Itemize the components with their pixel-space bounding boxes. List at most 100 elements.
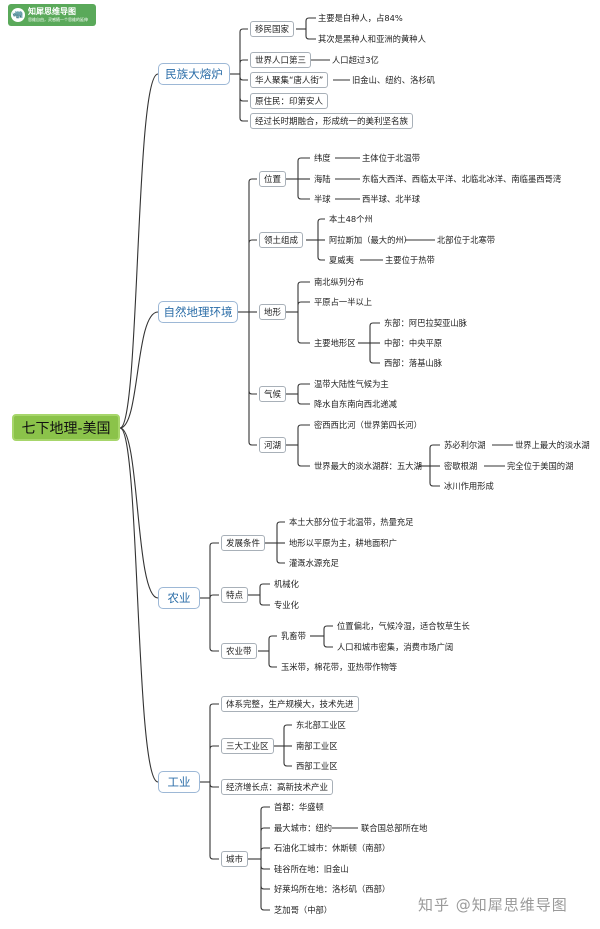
node-fusion[interactable]: 经过长时期融合，形成统一的美利坚名族 [250, 113, 414, 129]
leaf-climate-2: 降水自东南向西北递减 [314, 399, 397, 409]
node-features[interactable]: 特点 [221, 587, 249, 603]
connector-line [239, 97, 248, 102]
leaf-climate-1: 温带大陆性气候为主 [314, 379, 389, 389]
node-cities[interactable]: 城市 [221, 851, 249, 867]
leaf-lake-michigan-1: 完全位于美国的湖 [507, 461, 574, 471]
connector-line [239, 28, 248, 33]
connector-line [369, 359, 380, 364]
leaf-belt-2: 玉米带，棉花带，亚热带作物等 [281, 662, 398, 672]
leaf-zone-2: 南部工业区 [296, 741, 338, 751]
connector-line [297, 424, 310, 429]
node-belts[interactable]: 农业带 [221, 643, 257, 659]
connector-line [259, 601, 270, 606]
connector-line [260, 847, 270, 852]
leaf-rivers-1: 密西西比河（世界第四长河） [314, 420, 422, 430]
leaf-city-5: 好莱坞所在地：洛杉矶（西部） [274, 884, 391, 894]
connector-line [248, 178, 257, 183]
leaf-hawaii-1: 主要位于热带 [385, 255, 435, 265]
leaf-lake-michigan: 密歇根湖 [444, 461, 478, 471]
leaf-terrain-2: 平原占一半以上 [314, 297, 373, 307]
branch-industry[interactable]: 工业 [158, 771, 200, 793]
connector-line [283, 724, 292, 729]
leaf-imm-1: 主要是白种人，占84% [318, 13, 403, 23]
connector-line [297, 157, 310, 162]
node-location[interactable]: 位置 [259, 171, 287, 187]
leaf-sea: 海陆 [314, 174, 331, 184]
connector-line [209, 542, 219, 547]
leaf-hemisphere: 半球 [314, 194, 331, 204]
leaf-cond-3: 灌溉水源充足 [289, 558, 339, 568]
leaf-city-6: 芝加哥（中部） [274, 905, 333, 915]
connector-line [119, 73, 159, 429]
connector-line [317, 256, 325, 261]
leaf-hawaii: 夏威夷 [329, 255, 354, 265]
connector-line [119, 427, 159, 599]
connector-line [248, 239, 257, 244]
connector-line [297, 281, 310, 286]
connector-line [119, 311, 159, 429]
connector-line [209, 783, 219, 788]
connector-line [260, 806, 270, 811]
connector-line [305, 35, 316, 40]
connector-line [209, 647, 219, 652]
logo: 🦏 知犀思维导图 思维自由，灵感随一个思维的延伸 [8, 4, 96, 26]
leaf-feat-1: 机械化 [274, 579, 299, 589]
branch-physical[interactable]: 自然地理环境 [158, 301, 238, 323]
connector-line [276, 559, 285, 564]
node-chinese[interactable]: 华人聚集“唐人街” [250, 72, 329, 88]
connector-line [297, 383, 310, 388]
leaf-sea-1: 东临大西洋、西临太平洋、北临北冰洋、南临墨西哥湾 [362, 174, 562, 184]
connector-line [268, 663, 277, 668]
node-growth[interactable]: 经济增长点：高新技术产业 [221, 779, 334, 795]
leaf-dairy-1: 位置偏北，气候冷湿，适合牧草生长 [337, 621, 470, 631]
node-zones[interactable]: 三大工业区 [221, 738, 274, 754]
node-population[interactable]: 世界人口第三 [250, 52, 312, 68]
connector-line [297, 195, 310, 200]
leaf-cond-2: 地形以平原为主，耕地面积广 [289, 538, 397, 548]
node-terrain[interactable]: 地形 [259, 304, 287, 320]
leaf-chinese-1: 旧金山、纽约、洛杉矶 [352, 75, 435, 85]
watermark: 知乎 @知犀思维导图 [418, 896, 568, 914]
connector-line [260, 865, 270, 870]
leaf-terrain-3: 主要地形区 [314, 338, 356, 348]
logo-slogan: 思维自由，灵感随一个思维的延伸 [28, 17, 88, 22]
connector-line [297, 400, 310, 405]
leaf-rivers-2: 世界最大的淡水湖群：五大湖 [314, 461, 422, 471]
node-rivers-lakes[interactable]: 河湖 [259, 437, 287, 453]
connector-line [297, 462, 310, 467]
connector-line [429, 444, 440, 449]
leaf-hemisphere-1: 西半球、北半球 [362, 194, 421, 204]
leaf-terrain-west: 西部：落基山脉 [384, 358, 443, 368]
connector-line [297, 339, 310, 344]
node-conditions[interactable]: 发展条件 [221, 535, 266, 551]
connector-line [429, 482, 440, 487]
node-territory[interactable]: 领土组成 [259, 232, 304, 248]
leaf-latitude: 纬度 [314, 153, 331, 163]
root-node[interactable]: 七下地理-美国 [12, 414, 120, 441]
node-immigrants[interactable]: 移民国家 [250, 21, 295, 37]
node-system[interactable]: 体系完整，生产规模大，技术先进 [221, 696, 359, 712]
node-native[interactable]: 原住民：印第安人 [250, 93, 329, 109]
connector-line [276, 521, 285, 526]
leaf-zone-3: 西部工业区 [296, 761, 338, 771]
node-climate[interactable]: 气候 [259, 386, 287, 402]
branch-agriculture[interactable]: 农业 [158, 587, 200, 609]
connector-line [260, 827, 270, 832]
leaf-city-2-1: 联合国总部所在地 [361, 823, 428, 833]
leaf-alaska-1: 北部位于北寒带 [437, 235, 496, 245]
connector-line [317, 218, 325, 223]
leaf-city-2: 最大城市：纽约 [274, 823, 333, 833]
leaf-terrain-east: 东部：阿巴拉契亚山脉 [384, 318, 467, 328]
connector-line [239, 76, 248, 81]
connector-line [239, 59, 248, 64]
leaf-dairy-2: 人口和城市密集，消费市场广阔 [337, 642, 454, 652]
leaf-lake-superior-1: 世界上最大的淡水湖 [515, 440, 590, 450]
connector-line [248, 441, 257, 446]
leaf-territory-1: 本土48个州 [329, 214, 373, 224]
connector-line [369, 322, 380, 327]
leaf-alaska: 阿拉斯加（最大的州） [329, 235, 412, 245]
leaf-feat-2: 专业化 [274, 600, 299, 610]
leaf-dairy: 乳畜带 [281, 631, 306, 641]
branch-ethnic[interactable]: 民族大熔炉 [158, 63, 230, 85]
connector-line [323, 625, 333, 630]
